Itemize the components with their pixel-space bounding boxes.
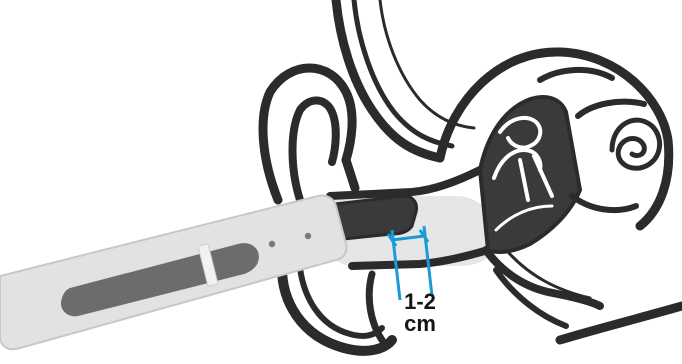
indicator-dot — [305, 233, 311, 239]
indicator-dot — [269, 241, 275, 247]
measurement-label-value: 1-2 — [388, 291, 452, 313]
measurement-label-unit: cm — [388, 313, 452, 335]
